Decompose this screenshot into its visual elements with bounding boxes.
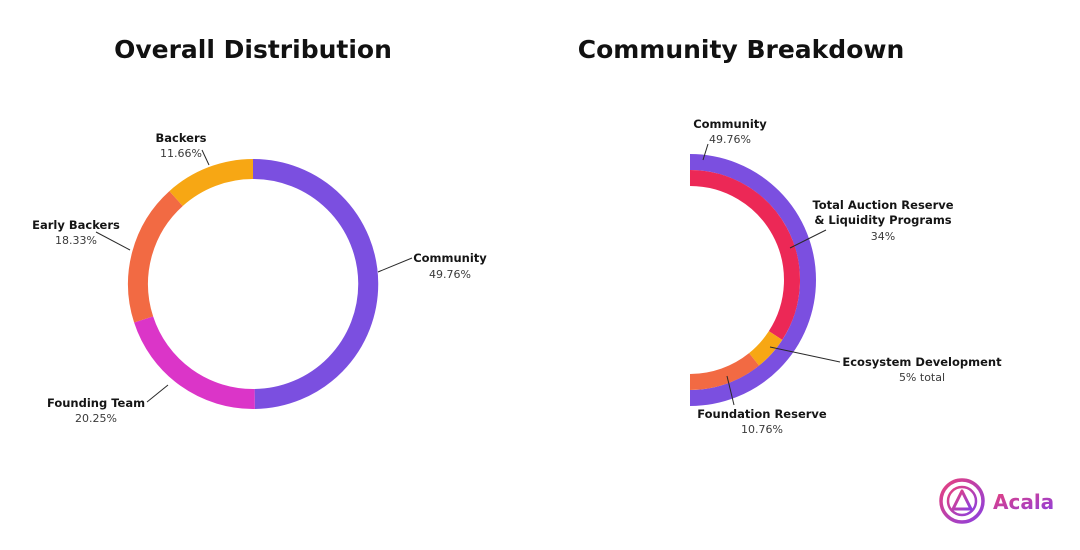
community-breakdown-ring	[689, 154, 816, 406]
label-auction-reserve-line2: & Liquidity Programs	[814, 213, 951, 227]
value-community: 49.76%	[429, 268, 471, 281]
leader-ecosystem-development	[769, 346, 841, 363]
slice-foundation-reserve	[689, 352, 760, 390]
overall-distribution-chart: Overall Distribution Community 49.76% Fo…	[32, 35, 487, 425]
community-breakdown-title: Community Breakdown	[578, 35, 905, 64]
value-early-backers: 18.33%	[55, 234, 97, 247]
leader-backers	[201, 149, 210, 166]
leader-early-backers	[95, 231, 131, 251]
value-ecosystem-development: 5% total	[899, 371, 945, 384]
slice-community	[252, 158, 379, 409]
slice-early-backers	[128, 191, 183, 323]
leader-founding-team	[146, 384, 169, 403]
slice-founding-team	[134, 316, 255, 409]
value-foundation-reserve: 10.76%	[741, 423, 783, 436]
overall-distribution-ring	[128, 158, 379, 409]
value-community-outer: 49.76%	[709, 133, 751, 146]
label-community-outer: Community	[693, 117, 767, 131]
acala-logo-icon	[939, 478, 985, 524]
label-founding-team: Founding Team	[47, 396, 145, 410]
label-ecosystem-development: Ecosystem Development	[842, 355, 1002, 369]
acala-logo-text: Acala	[993, 490, 1054, 514]
value-auction-reserve: 34%	[871, 230, 895, 243]
slice-total-auction-reserve-and-liquidity-programs	[689, 170, 800, 340]
leader-auction-reserve	[789, 229, 827, 249]
leader-foundation-reserve	[726, 375, 735, 406]
value-founding-team: 20.25%	[75, 412, 117, 425]
overall-distribution-title: Overall Distribution	[114, 35, 392, 64]
leader-community-outer	[702, 143, 709, 161]
label-foundation-reserve: Foundation Reserve	[697, 407, 827, 421]
community-breakdown-chart: Community Breakdown Community 49.76% Tot…	[578, 35, 1002, 436]
slice-community-outer	[689, 154, 816, 406]
slice-ecosystem-development	[748, 330, 783, 366]
acala-logo: Acala	[939, 478, 1054, 524]
slice-backers	[169, 159, 254, 207]
value-backers: 11.66%	[160, 147, 202, 160]
label-auction-reserve-line1: Total Auction Reserve	[812, 198, 953, 212]
leader-community	[377, 257, 413, 273]
label-early-backers: Early Backers	[32, 218, 120, 232]
label-backers: Backers	[156, 131, 207, 145]
label-community: Community	[413, 251, 487, 265]
